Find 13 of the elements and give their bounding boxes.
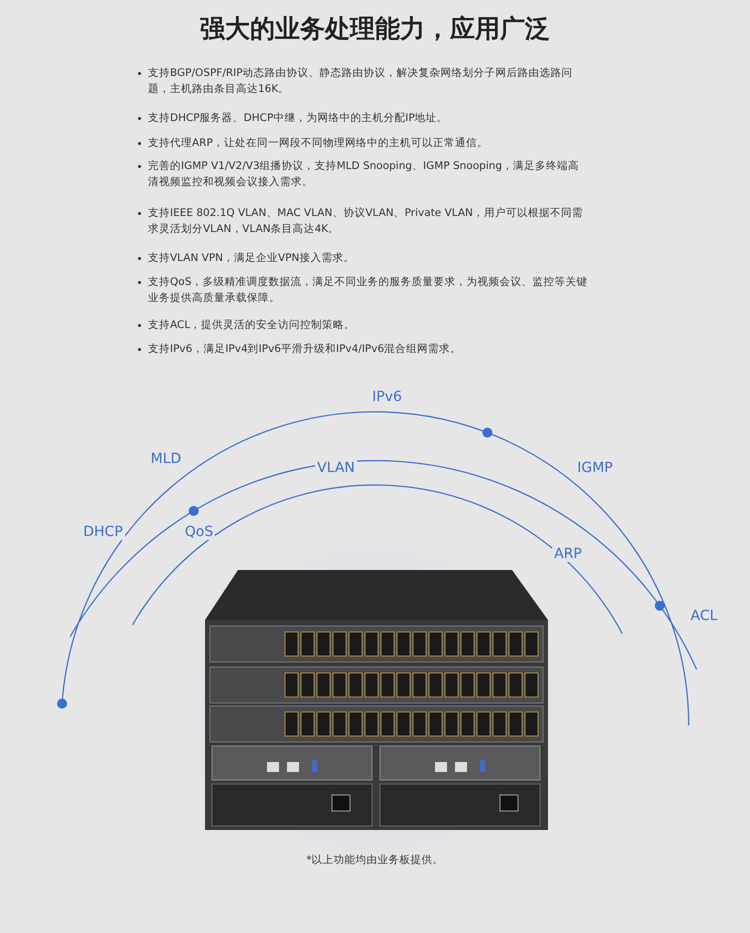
feature-bullet-text: 支持IEEE 802.1Q VLAN、MAC VLAN、协议VLAN、Private VLAN，用户可以根据不同需求灵活划分VLAN，VLAN条目高达4K。: [148, 205, 588, 237]
feature-bullet-text: 支持ACL，提供灵活的安全访问控制策略。: [148, 317, 588, 333]
feature-bullet-text: 支持DHCP服务器、DHCP中继，为网络中的主机分配IP地址。: [148, 110, 588, 126]
feature-bullet-text: 支持代理ARP，让处在同一网段不同物理网络中的主机可以正常通信。: [148, 135, 588, 151]
feature-label: QoS: [182, 524, 216, 540]
feature-bullet-text: 支持BGP/OSPF/RIP动态路由协议、静态路由协议，解决复杂网络划分子网后路由选路问题，主机路由条目高达16K。: [148, 65, 588, 97]
feature-bullet-text: 支持QoS，多级精准调度数据流，满足不同业务的服务质量要求，为视频会议、监控等关键业务提供高质量承载保障。: [148, 274, 588, 306]
feature-bullet-text: 支持VLAN VPN，满足企业VPN接入需求。: [148, 250, 588, 266]
footnote: *以上功能均由业务板提供。: [305, 853, 445, 867]
feature-bullet-text: 完善的IGMP V1/V2/V3组播协议，支持MLD Snooping、IGMP Snooping，满足多终端高清视频监控和视频会议接入需求。: [148, 158, 588, 190]
page-title: 强大的业务处理能力，应用广泛: [199, 13, 551, 45]
feature-bullet-text: 支持IPv6，满足IPv4到IPv6平滑升级和IPv4/IPv6混合组网需求。: [148, 341, 588, 357]
feature-label: ARP: [552, 546, 584, 562]
